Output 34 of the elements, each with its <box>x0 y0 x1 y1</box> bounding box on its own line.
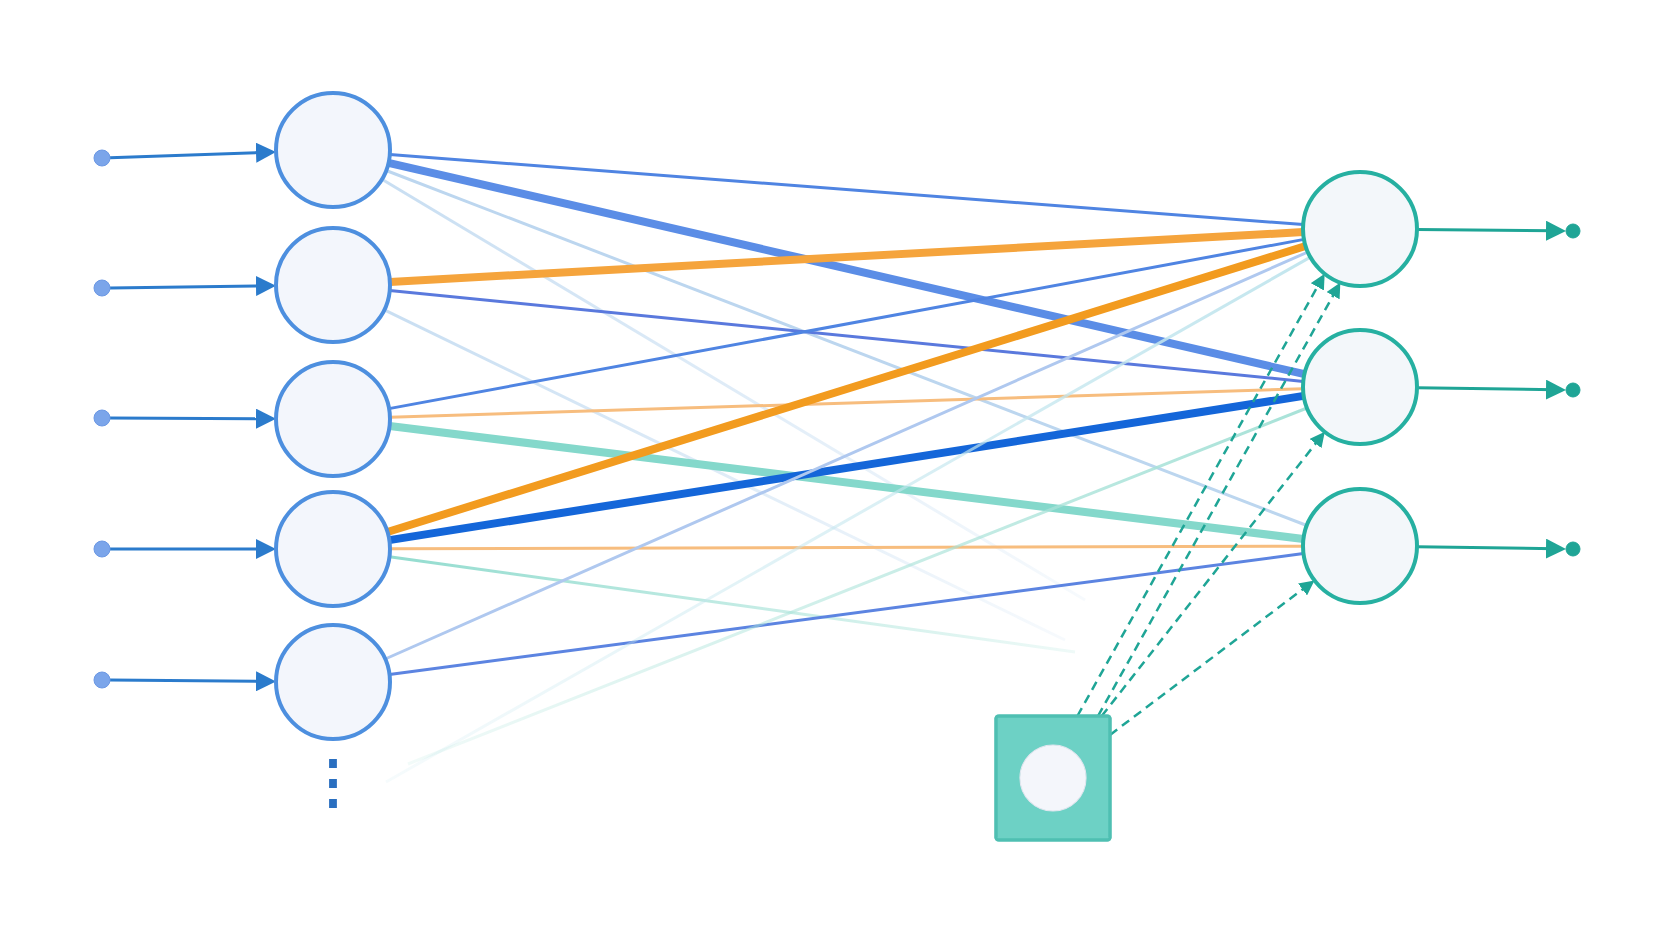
arrow <box>110 671 276 692</box>
neuron-circle <box>274 91 392 209</box>
connection-line <box>407 406 1308 766</box>
arrow-end-dot <box>1565 541 1581 557</box>
bias-block <box>994 714 1112 842</box>
arrow-start-dot <box>93 409 111 427</box>
ellipsis-label: ⋮ <box>304 753 362 811</box>
arrow-start-dot <box>93 671 111 689</box>
neuron-circle <box>1301 328 1419 446</box>
arrow <box>110 408 276 429</box>
arrow-start-dot <box>93 540 111 558</box>
connection-line <box>381 178 1086 602</box>
dashed-arrow <box>1096 282 1341 717</box>
neuron-circle <box>1301 170 1419 288</box>
connection-line <box>390 544 1303 551</box>
connection-line <box>384 250 1309 661</box>
neuron-circle <box>274 360 392 478</box>
neuron-circle <box>1301 487 1419 605</box>
arrow-start-dot <box>93 149 111 167</box>
arrow-end-dot <box>1565 382 1581 398</box>
connection-line <box>386 242 1307 536</box>
arrow-end-dot <box>1565 223 1581 239</box>
neuron-circle <box>274 490 392 608</box>
neuron-circle <box>274 226 392 344</box>
dashed-arrow <box>1100 431 1325 717</box>
arrow <box>109 142 276 163</box>
connection-line <box>389 422 1304 543</box>
arrow <box>109 276 276 297</box>
arrow-start-dot <box>93 279 111 297</box>
dashed-arrow <box>1076 273 1325 717</box>
connection-line <box>385 169 1308 527</box>
connection-line <box>389 555 1076 654</box>
neuron-circle <box>274 623 392 741</box>
arrow <box>110 539 276 559</box>
